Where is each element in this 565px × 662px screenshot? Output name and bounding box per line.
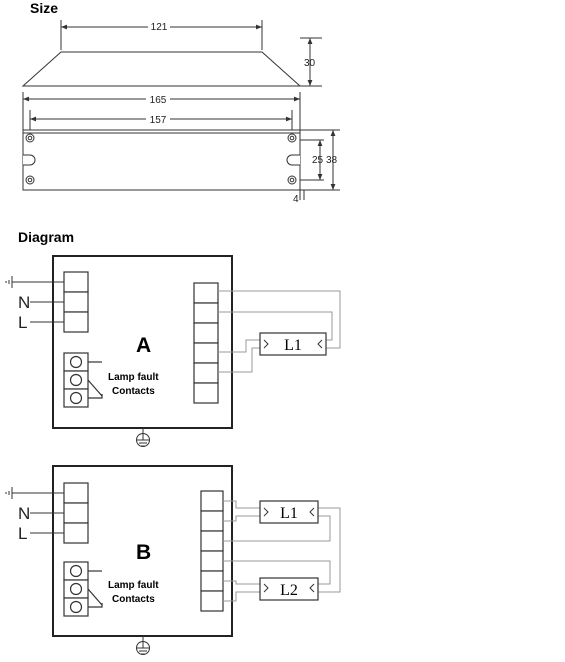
wiring-diagram-a: N L Lamp fault Contacts A (5, 255, 341, 447)
terminal-label-n: N (18, 293, 30, 312)
side-profile (21, 20, 322, 87)
size-heading: Size (30, 0, 58, 16)
diagram-heading: Diagram (18, 229, 74, 245)
lamp-l1: L1 (259, 332, 327, 356)
lamp-label-l2: L2 (280, 582, 298, 599)
dim-slot-spacing: 25 (312, 155, 324, 166)
earth-input-icon (5, 276, 64, 288)
diagram-title-b: B (136, 541, 151, 564)
lamp-label-l1: L1 (280, 505, 298, 522)
lamp-label-l1: L1 (284, 337, 302, 354)
dim-base-width: 38 (326, 155, 338, 166)
wiring-diagram-b: N L Lamp fault Contacts B (5, 465, 341, 655)
lamp-l1: L1 (259, 500, 319, 524)
fault-label-line-1: Lamp fault (108, 580, 159, 591)
fault-label-line-2: Contacts (112, 594, 155, 605)
fault-label-line-2: Contacts (112, 386, 155, 397)
dim-slot-width: 4 (293, 194, 299, 205)
earth-symbol-icon (136, 428, 150, 447)
input-terminal-block (63, 271, 89, 333)
earth-input-icon (5, 487, 64, 499)
dim-overall-length: 165 (150, 95, 167, 106)
terminal-label-l: L (18, 313, 27, 332)
output-wiring (223, 500, 341, 602)
terminal-label-l: L (18, 524, 27, 543)
input-terminal-block (63, 482, 89, 544)
dim-height: 30 (304, 58, 316, 69)
dim-mount-spacing: 157 (150, 115, 167, 126)
fault-label-line-1: Lamp fault (108, 372, 159, 383)
fault-contacts-block (63, 561, 103, 617)
fault-contacts-block (63, 352, 103, 408)
earth-symbol-icon (136, 636, 150, 655)
diagram-title-a: A (136, 334, 151, 357)
lamp-l2: L2 (259, 577, 319, 601)
output-wiring (218, 290, 341, 373)
dim-top-width: 121 (151, 22, 168, 33)
output-terminal-block (200, 490, 224, 612)
terminal-label-n: N (18, 504, 30, 523)
output-terminal-block (193, 282, 219, 404)
top-plan-view (22, 92, 340, 200)
